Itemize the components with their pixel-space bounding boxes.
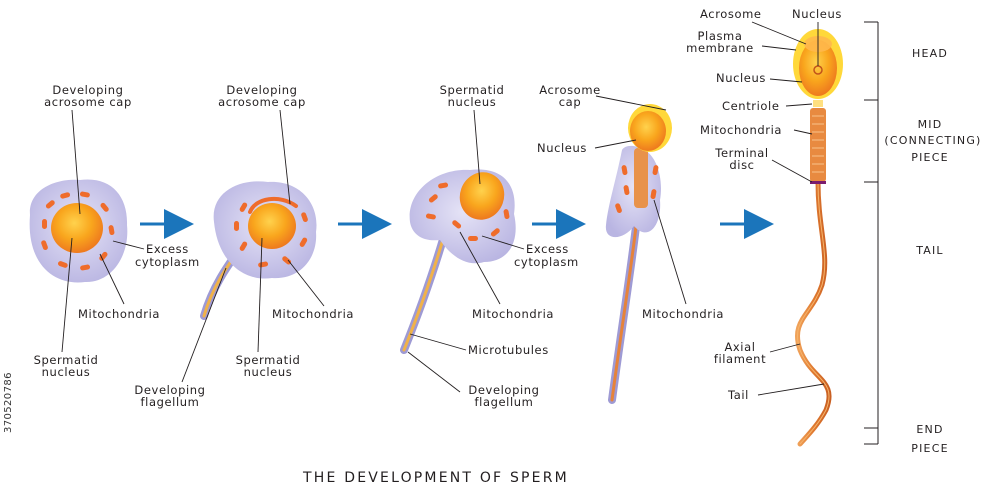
region-end-1: END (916, 423, 943, 436)
mature-centriole-label: Centriole (722, 99, 780, 113)
stage4-midpiece (634, 148, 648, 208)
stage1-acrosome-label-2: acrosome cap (44, 95, 132, 109)
stage1-cytoplasm-label-1: Excess (146, 242, 189, 256)
stage1-acrosome-label-1: Developing (52, 83, 123, 97)
stage1-cytoplasm-label-2: cytoplasm (135, 255, 200, 269)
stage3-cytoplasm-label-2: cytoplasm (514, 255, 579, 269)
stage3-nucleus (459, 172, 505, 220)
stage3-mito-label: Mitochondria (472, 307, 554, 321)
stage3-cytoplasm-label-1: Excess (526, 242, 569, 256)
region-end-2: PIECE (911, 442, 948, 455)
stage2-mitochondria (234, 202, 308, 268)
stage4-mitochondria (615, 165, 659, 214)
stage-4-spermatid: Acrosome cap Nucleus Mitochondria (537, 83, 724, 404)
stage3-flagellum-label-2: flagellum (475, 395, 534, 409)
stage3-nucleus-label-1: Spermatid (440, 83, 505, 97)
mature-membrane-label-1: Plasma (697, 29, 742, 43)
mature-terminal-disc (810, 181, 826, 184)
stage4-nucleus-label: Nucleus (537, 141, 587, 155)
mature-nucleus (799, 40, 837, 96)
stage3-flagellum-label-1: Developing (468, 383, 539, 397)
stage4-nucleus (630, 111, 666, 151)
mature-nucleus-top-label: Nucleus (792, 7, 842, 21)
stage2-flagellum-label-1: Developing (134, 383, 205, 397)
mature-axial-label-2: filament (714, 352, 766, 366)
diagram-title: THE DEVELOPMENT OF SPERM (302, 470, 569, 486)
stage3-nucleus-label-2: nucleus (448, 95, 497, 109)
stage2-acrosome-label-2: acrosome cap (218, 95, 306, 109)
region-bracket (864, 21, 879, 445)
stage2-acrosome-label-1: Developing (226, 83, 297, 97)
stock-id: 370520786 (3, 372, 14, 433)
region-mid-1: MID (918, 118, 943, 131)
mature-nucleus-label: Nucleus (716, 71, 766, 85)
stage4-acrosome-label-1: Acrosome (539, 83, 601, 97)
stage-2-spermatid: Developing acrosome cap Mitochondria Spe… (134, 83, 354, 409)
stage3-microtubules-label: Microtubules (468, 343, 549, 357)
mature-terminal-disc-label-1: Terminal (714, 146, 768, 160)
stage2-nucleus-label-2: nucleus (244, 365, 293, 379)
stage1-mito-label: Mitochondria (78, 307, 160, 321)
stage4-mito-label: Mitochondria (642, 307, 724, 321)
stage2-flagellum-label-2: flagellum (141, 395, 200, 409)
mature-midpiece (810, 108, 826, 182)
region-mid-3: PIECE (911, 151, 948, 164)
mature-axial-label-1: Axial (724, 340, 755, 354)
region-mid-2: (CONNECTING) (884, 134, 981, 147)
stage1-nucleus-label-2: nucleus (42, 365, 91, 379)
mature-sperm: Acrosome Nucleus Plasma membrane Nucleus… (686, 7, 843, 447)
stage2-nucleus (248, 203, 296, 249)
stage1-nucleus (51, 203, 103, 253)
stage3-mitochondria (425, 182, 510, 241)
stage4-acrosome-label-2: cap (559, 95, 581, 109)
mature-membrane-label-2: membrane (686, 41, 754, 55)
mature-mito-label: Mitochondria (700, 123, 782, 137)
stage2-nucleus-label-1: Spermatid (236, 353, 301, 367)
region-head: HEAD (912, 47, 948, 60)
stage1-mitochondria (41, 191, 115, 271)
stage1-nucleus-label-1: Spermatid (34, 353, 99, 367)
stage2-mito-label: Mitochondria (272, 307, 354, 321)
stage-3-spermatid: Spermatid nucleus Excess cytoplasm Mitoc… (400, 83, 579, 409)
stage2-acrosome (248, 196, 298, 214)
mature-tail-label: Tail (727, 388, 749, 402)
mature-tail (794, 179, 832, 447)
mature-terminal-disc-label-2: disc (729, 158, 754, 172)
stage-1-spermatid: Developing acrosome cap Excess cytoplasm… (29, 83, 200, 379)
mature-centriole (813, 100, 823, 107)
mature-acrosome-label: Acrosome (700, 7, 762, 21)
region-tail: TAIL (915, 244, 944, 257)
